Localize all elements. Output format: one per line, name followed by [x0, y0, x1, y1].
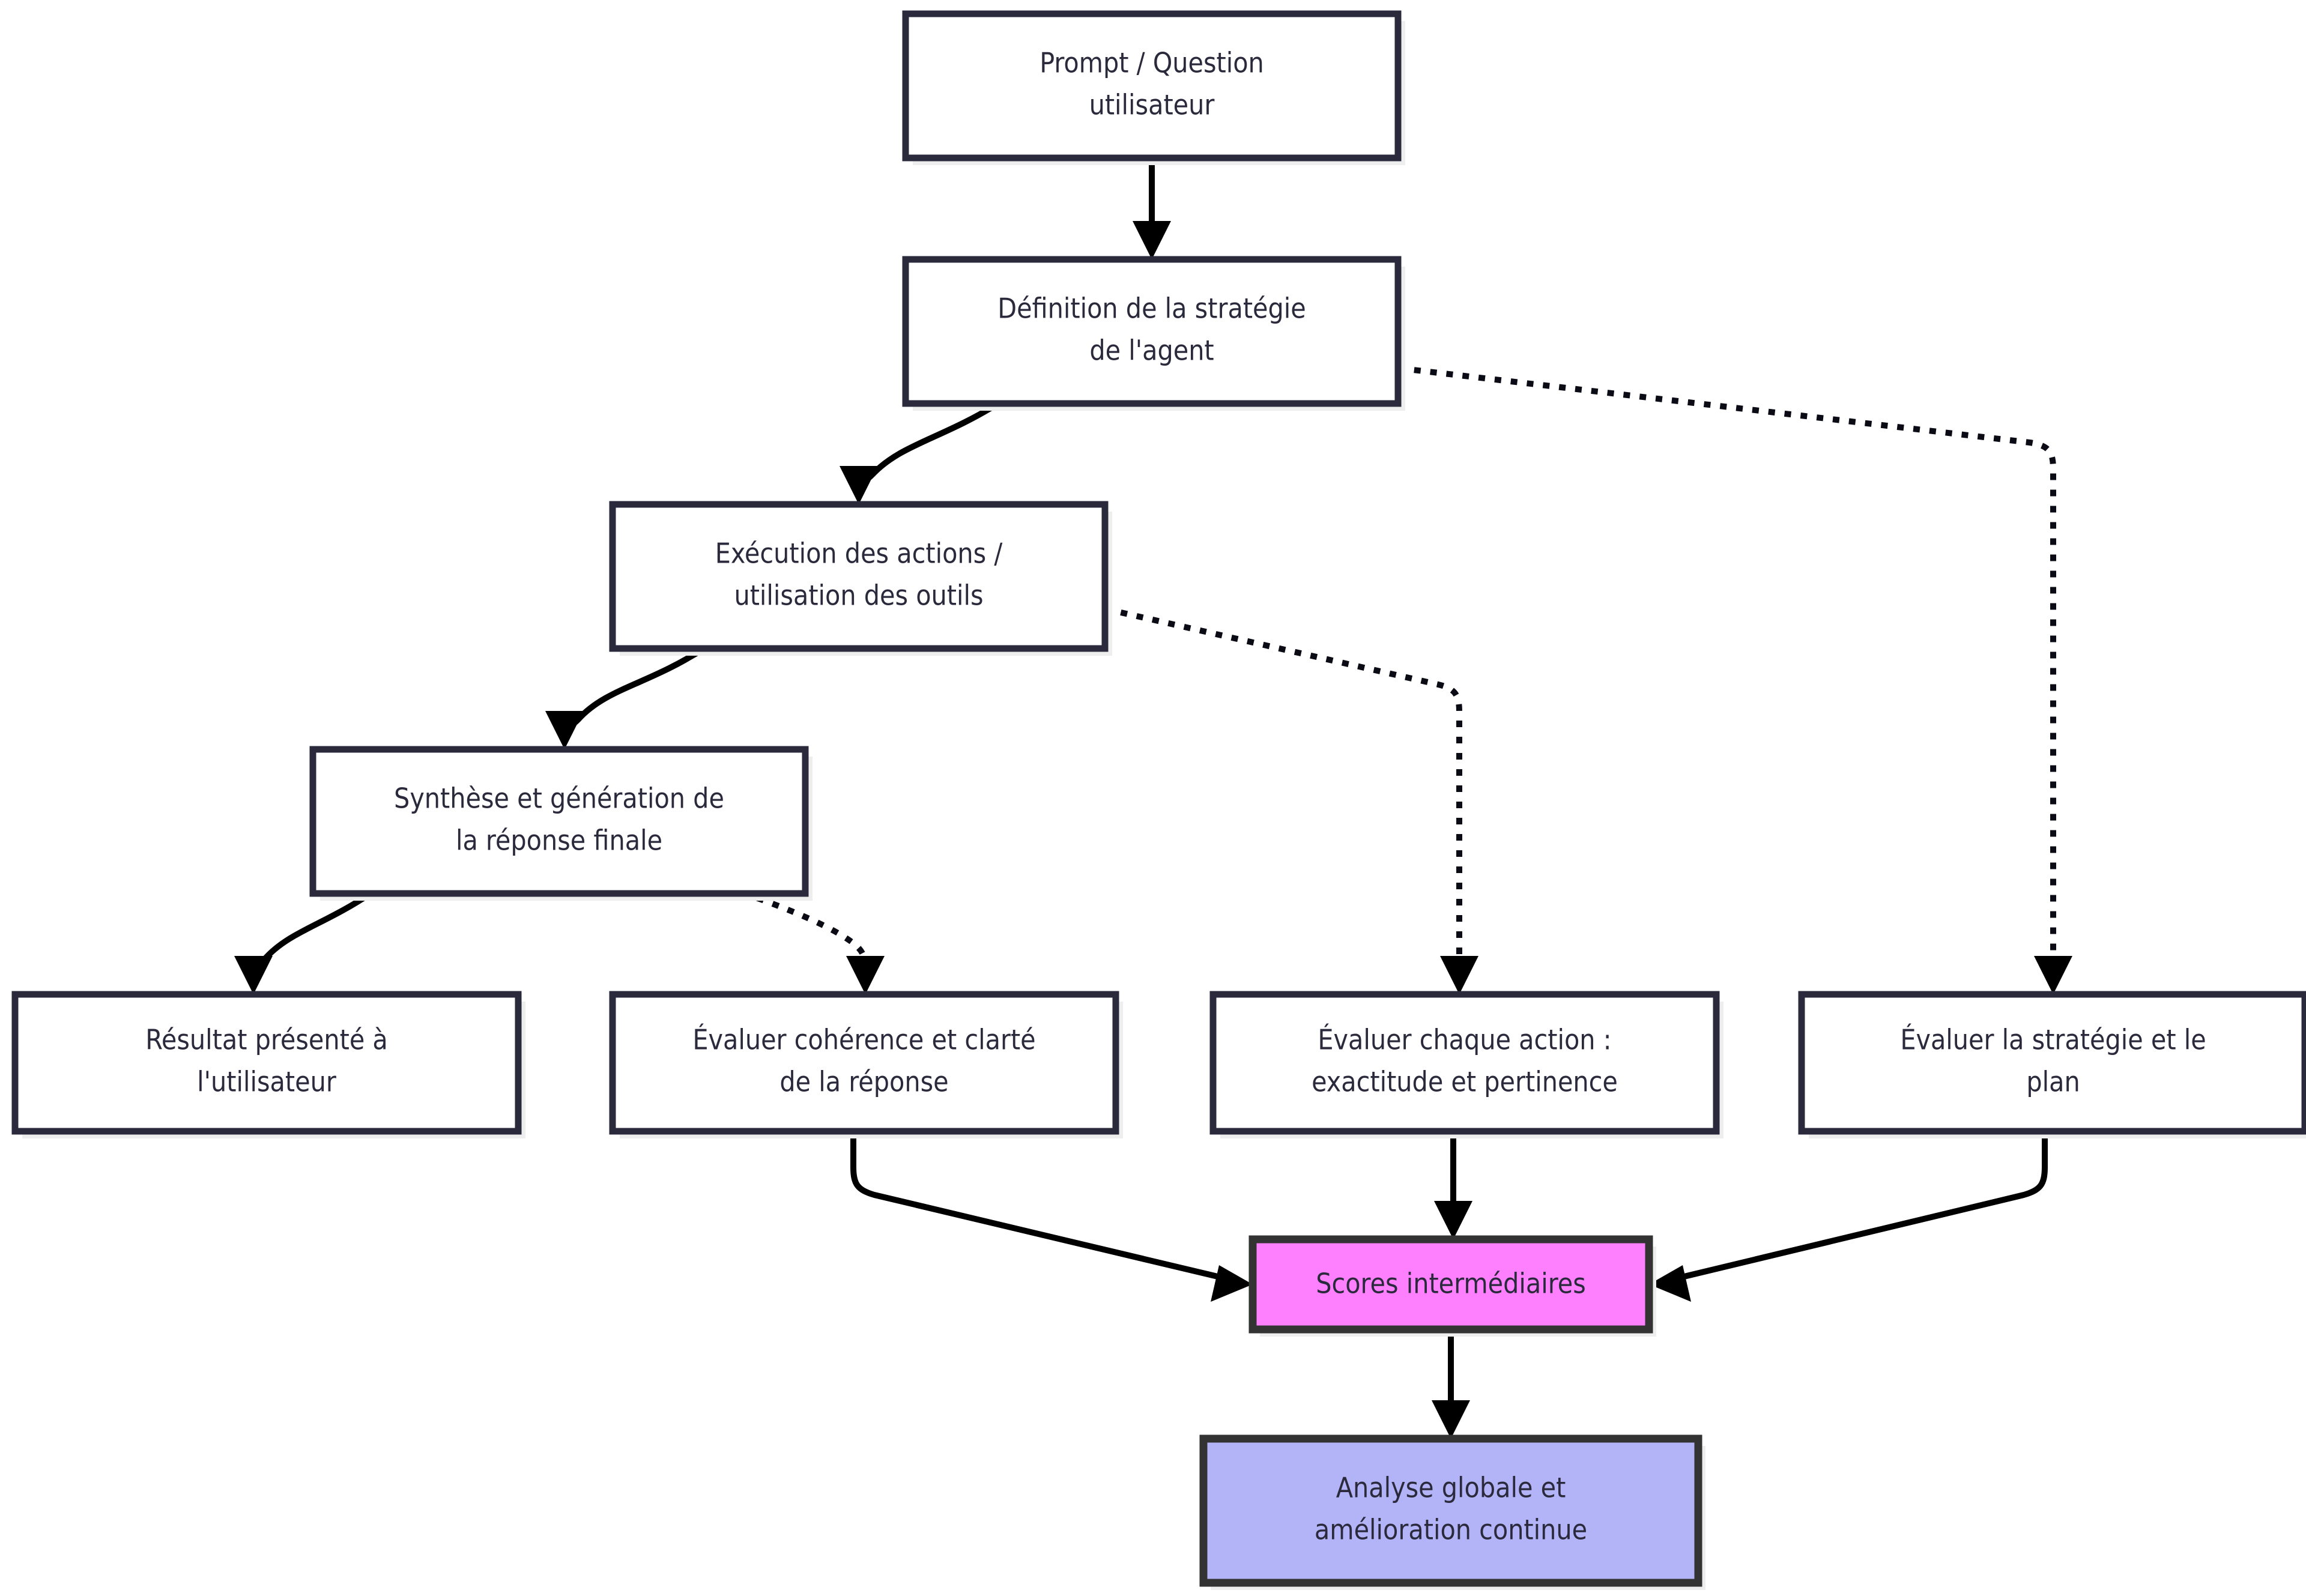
node-execution-line-2: utilisation des outils [734, 579, 983, 612]
node-synthese-line-2: la réponse finale [456, 824, 662, 857]
node-eval-action-line-1: Évaluer chaque action : [1318, 1024, 1611, 1056]
edge-eval-action-to-scores [1434, 1131, 1472, 1239]
edge-synthese-to-eval-coherence [725, 884, 885, 994]
node-analyse-line-2: amélioration continue [1315, 1514, 1587, 1546]
node-eval-strategie-line-1: Évaluer la stratégie et le [1900, 1024, 2206, 1056]
node-synthese[interactable]: Synthèse et génération de la réponse fin… [309, 746, 813, 901]
node-execution-line-1: Exécution des actions / [715, 537, 1003, 570]
node-resultat[interactable]: Résultat présenté à l'utilisateur [11, 991, 525, 1138]
edge-strategie-to-execution [840, 401, 1000, 504]
node-strategie-line-1: Définition de la stratégie [997, 292, 1306, 325]
node-eval-strategie-line-2: plan [2026, 1066, 2080, 1098]
node-scores-label: Scores intermédiaires [1316, 1268, 1586, 1300]
node-analyse-line-1: Analyse globale et [1336, 1472, 1566, 1504]
node-eval-coherence[interactable]: Évaluer cohérence et clarté de la répons… [609, 991, 1123, 1138]
edge-execution-to-synthese [545, 645, 706, 749]
edge-eval-strategie-to-scores [1649, 1131, 2048, 1302]
node-strategie-line-2: de l'agent [1089, 334, 1214, 367]
edge-scores-to-analyse [1432, 1329, 1470, 1439]
node-eval-strategie[interactable]: Évaluer la stratégie et le plan [1798, 991, 2306, 1138]
node-eval-coherence-line-2: de la réponse [779, 1066, 948, 1098]
edge-eval-coherence-to-scores [850, 1131, 1253, 1302]
node-prompt-line-2: utilisateur [1089, 89, 1215, 121]
node-resultat-line-1: Résultat présenté à [145, 1024, 388, 1056]
node-strategie[interactable]: Définition de la stratégie de l'agent [902, 256, 1405, 411]
node-prompt[interactable]: Prompt / Question utilisateur [902, 10, 1405, 165]
node-resultat-line-2: l'utilisateur [197, 1066, 337, 1098]
edge-execution-to-eval-action [1104, 606, 1478, 994]
edge-strategie-to-eval-strategie [1397, 365, 2072, 994]
node-prompt-line-1: Prompt / Question [1040, 47, 1264, 79]
node-analyse[interactable]: Analyse globale et amélioration continue [1199, 1434, 1705, 1590]
node-synthese-line-1: Synthèse et génération de [394, 782, 724, 815]
node-eval-action-line-2: exactitude et pertinence [1312, 1066, 1618, 1098]
node-eval-action[interactable]: Évaluer chaque action : exactitude et pe… [1209, 991, 1723, 1138]
edge-synthese-to-resultat [234, 890, 372, 994]
node-eval-coherence-line-1: Évaluer cohérence et clarté [692, 1024, 1035, 1056]
node-scores[interactable]: Scores intermédiaires [1248, 1235, 1656, 1337]
node-execution[interactable]: Exécution des actions / utilisation des … [609, 501, 1112, 656]
edge-prompt-to-strategie [1133, 158, 1171, 259]
